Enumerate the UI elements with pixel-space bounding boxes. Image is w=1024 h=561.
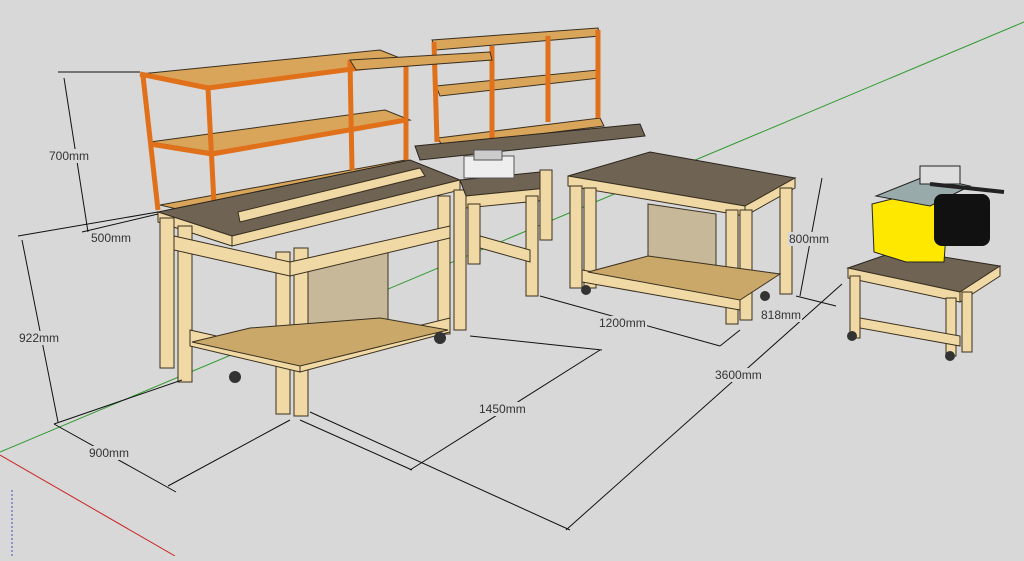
dim-run-length: 1450mm <box>478 402 527 416</box>
dim-bench-width: 900mm <box>88 446 131 460</box>
dim-table-height: 800mm <box>788 232 831 246</box>
dim-bench-height: 922mm <box>18 331 61 345</box>
dim-bench-depth: 500mm <box>90 231 133 245</box>
dim-cart-width: 818mm <box>760 308 803 322</box>
dim-total-length: 3600mm <box>714 368 763 382</box>
dim-table-length: 1200mm <box>598 316 647 330</box>
left-workbench <box>156 159 467 417</box>
right-shelf-unit <box>349 27 605 150</box>
assembly-table <box>567 151 797 325</box>
axis-green <box>0 21 1024 453</box>
middle-workbench <box>414 123 646 297</box>
dim-shelf-height: 700mm <box>48 149 91 163</box>
axis-red <box>0 454 176 557</box>
table-saw-cart <box>846 165 1005 361</box>
